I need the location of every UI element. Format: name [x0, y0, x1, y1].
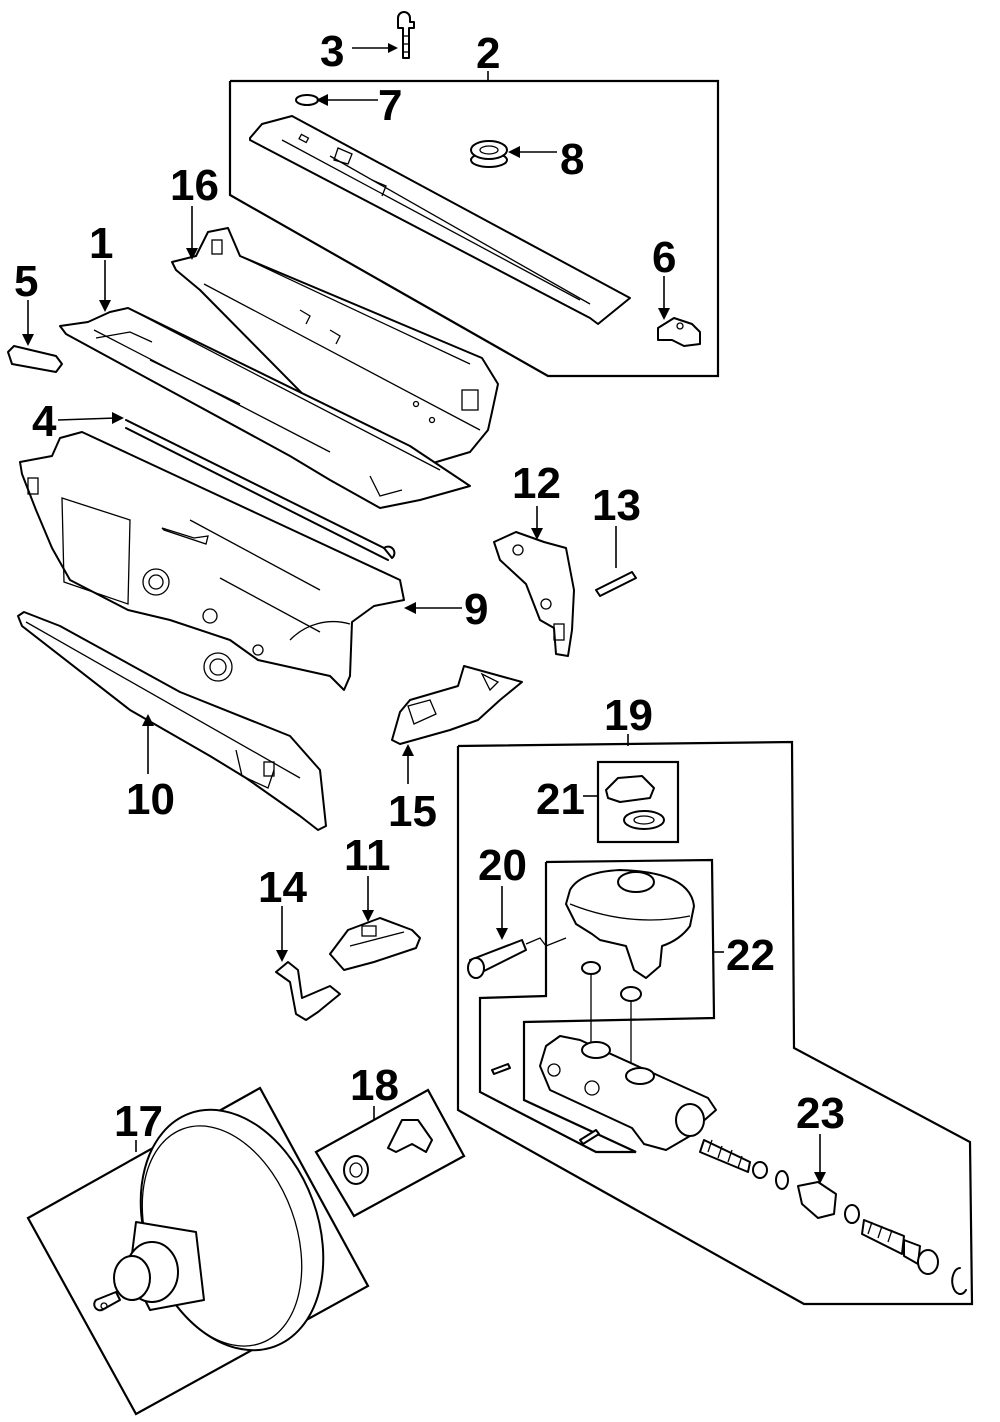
callout-2: 2 — [476, 29, 500, 78]
part-18-check-valve-kit[interactable] — [343, 1119, 433, 1185]
part-2-cowl-vent-panel[interactable] — [249, 115, 631, 325]
callout-19: 19 — [604, 691, 653, 740]
part-23-repair-kit[interactable] — [699, 1139, 967, 1295]
part-22-reservoir[interactable] — [565, 869, 695, 1068]
callout-5: 5 — [14, 257, 38, 306]
part-11-bracket[interactable] — [329, 917, 421, 971]
part-8-grommet[interactable] — [470, 140, 508, 168]
group-box-22 — [478, 858, 716, 1154]
part-9-dash-panel[interactable] — [19, 431, 405, 691]
part-10-lower-cowl-panel[interactable] — [17, 611, 327, 831]
part-1-cowl-top-panel[interactable] — [59, 307, 471, 509]
group-box-19 — [456, 734, 974, 1306]
callout-14: 14 — [258, 863, 307, 912]
callout-4: 4 — [32, 397, 57, 446]
leader-lines — [22, 43, 826, 1184]
callout-15: 15 — [388, 787, 437, 836]
callout-17: 17 — [114, 1097, 163, 1146]
group-box-21 — [596, 760, 680, 844]
part-7-plug[interactable] — [295, 94, 319, 106]
part-16-cowl-inner-panel[interactable] — [171, 227, 499, 475]
callout-10: 10 — [126, 775, 175, 824]
callout-16: 16 — [170, 161, 219, 210]
part-17-brake-booster[interactable] — [93, 1084, 355, 1376]
part-3-clip-screw[interactable] — [397, 11, 415, 59]
group-box-18 — [314, 1088, 466, 1218]
callout-23: 23 — [796, 1089, 845, 1138]
callout-12: 12 — [512, 459, 561, 508]
group-box-2 — [228, 71, 720, 378]
callout-7: 7 — [378, 81, 402, 130]
master-cylinder-body[interactable] — [491, 1035, 717, 1151]
callout-3: 3 — [320, 27, 344, 76]
part-13-pin[interactable] — [595, 571, 637, 597]
callout-8: 8 — [560, 135, 584, 184]
callout-11: 11 — [344, 831, 391, 880]
callout-22: 22 — [726, 931, 775, 980]
callout-9: 9 — [464, 585, 488, 634]
part-5-end-cap[interactable] — [7, 345, 63, 373]
part-14-brace[interactable] — [275, 961, 341, 1021]
callout-13: 13 — [592, 481, 641, 530]
part-12-side-bracket[interactable] — [493, 531, 575, 657]
part-21-reservoir-cap[interactable] — [605, 775, 665, 830]
callout-18: 18 — [350, 1061, 399, 1110]
callout-labels: 1 2 3 4 5 6 7 8 9 10 11 12 13 14 15 16 1… — [14, 27, 845, 1146]
part-20-fluid-level-sensor[interactable] — [467, 937, 567, 979]
part-4-weatherstrip[interactable] — [125, 419, 396, 561]
callout-20: 20 — [478, 841, 527, 890]
callout-6: 6 — [652, 233, 676, 282]
callout-21: 21 — [536, 775, 585, 824]
callout-1: 1 — [89, 219, 113, 268]
part-6-retainer-clip[interactable] — [657, 317, 701, 347]
part-15-reinforcement[interactable] — [391, 665, 523, 745]
